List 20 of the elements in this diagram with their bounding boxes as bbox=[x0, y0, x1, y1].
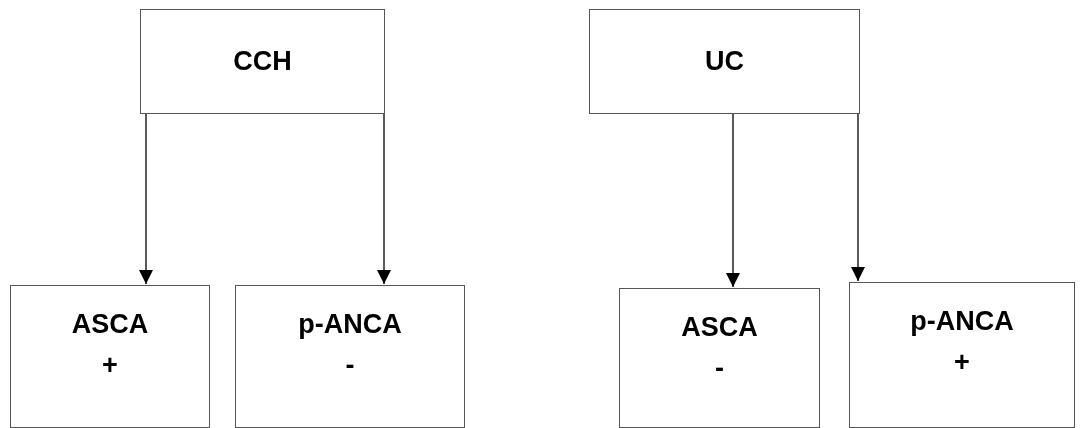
arrow bbox=[377, 113, 391, 285]
box-title: UC bbox=[705, 45, 744, 79]
label-box bbox=[589, 9, 860, 114]
box-title: ASCA bbox=[681, 311, 758, 344]
sign-label: - bbox=[715, 351, 724, 385]
label-box bbox=[10, 285, 210, 428]
label-box bbox=[140, 9, 385, 114]
arrow bbox=[139, 113, 153, 285]
arrow bbox=[726, 113, 740, 288]
box-title: ASCA bbox=[71, 308, 149, 341]
sign-label: - bbox=[345, 348, 355, 382]
box-title: p-ANCA bbox=[298, 308, 402, 341]
sign-label: + bbox=[954, 345, 970, 379]
arrow bbox=[851, 113, 865, 282]
label-box bbox=[235, 285, 465, 428]
box-title: CCH bbox=[233, 45, 292, 79]
sign-label: + bbox=[102, 348, 118, 382]
label-box bbox=[619, 288, 820, 428]
box-title: p-ANCA bbox=[910, 305, 1014, 338]
label-box bbox=[849, 282, 1075, 428]
